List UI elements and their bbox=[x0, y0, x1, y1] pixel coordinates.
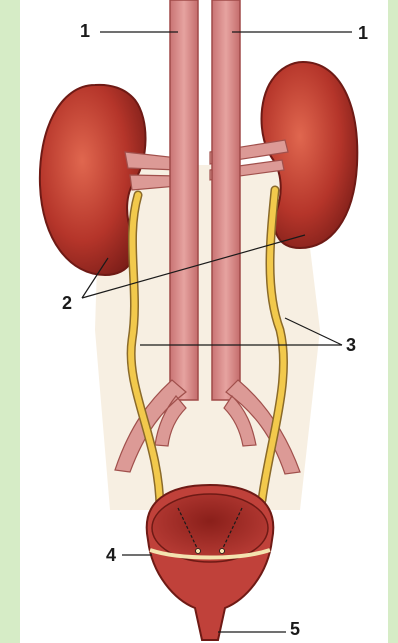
abdominal-aorta bbox=[212, 0, 240, 400]
inferior-vena-cava bbox=[170, 0, 198, 400]
label-1-left: 1 bbox=[80, 22, 90, 40]
label-3: 3 bbox=[346, 336, 356, 354]
left-ureter-orifice bbox=[196, 549, 201, 554]
right-ureter-orifice bbox=[220, 549, 225, 554]
label-4: 4 bbox=[106, 546, 116, 564]
bladder-interior bbox=[152, 494, 268, 562]
label-2: 2 bbox=[62, 294, 72, 312]
label-5: 5 bbox=[290, 620, 300, 638]
label-1-right: 1 bbox=[358, 24, 368, 42]
